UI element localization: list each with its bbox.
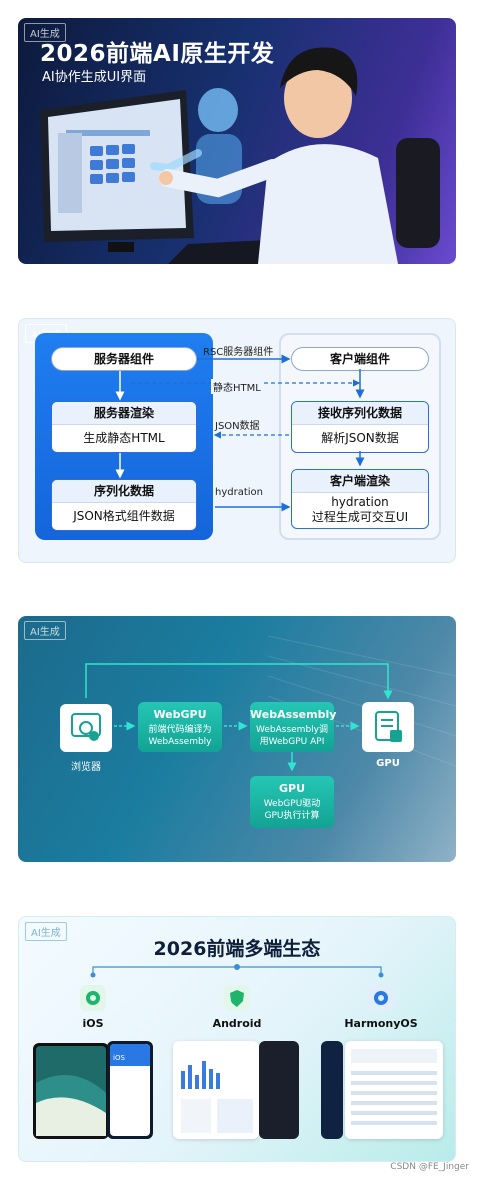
client-component-node: 客户端组件 bbox=[291, 347, 429, 371]
webgpu-pipeline-card: AI生成 浏览器 WebGPU 前端代码编译为 WebAssembly WebA… bbox=[18, 616, 456, 862]
json-arrow-label: JSON数据 bbox=[215, 421, 260, 432]
gpu-compute-line-1: WebGPU驱动 bbox=[263, 799, 321, 809]
gpu-document-icon bbox=[375, 711, 402, 742]
pipeline-arrows bbox=[85, 635, 456, 772]
rsc-flow-diagram-card: AI生成 服务器组件 服务器渲染 生成静态HTML 序列化数据 JSON格式组件… bbox=[18, 318, 456, 563]
platform-label-harmonyos: HarmonyOS bbox=[344, 1017, 418, 1030]
tablet-mockup bbox=[33, 1043, 109, 1139]
webgpu-line-1: 前端代码编译为 bbox=[148, 725, 212, 735]
wasm-title: WebAssembly bbox=[250, 708, 337, 721]
server-render-node: 服务器渲染 生成静态HTML bbox=[51, 401, 197, 453]
bar-chart-icon bbox=[181, 1061, 253, 1133]
server-render-title: 服务器渲染 bbox=[52, 402, 196, 425]
serialize-body: JSON格式组件数据 bbox=[73, 509, 175, 523]
android-phone-mockup bbox=[259, 1041, 299, 1139]
server-component-node: 服务器组件 bbox=[51, 347, 197, 371]
phone-title: iOS bbox=[110, 1044, 150, 1066]
hydration-arrow-label: hydration bbox=[215, 487, 263, 498]
client-panel: 客户端组件 接收序列化数据 解析JSON数据 客户端渲染 hydration 过… bbox=[279, 333, 441, 540]
gpu-compute-title: GPU bbox=[278, 782, 306, 795]
platform-label-ios: iOS bbox=[82, 1017, 104, 1030]
wasm-node: WebAssembly WebAssembly调 用WebGPU API bbox=[250, 702, 337, 752]
webgpu-line-2: WebAssembly bbox=[148, 737, 212, 747]
harmonyos-gear-icon bbox=[368, 985, 394, 1011]
serialize-node: 序列化数据 JSON格式组件数据 bbox=[51, 479, 197, 531]
developer-scene-illustration bbox=[40, 47, 440, 264]
platform-connector bbox=[90, 964, 384, 978]
static-html-arrow-label: 静态HTML bbox=[211, 379, 263, 394]
android-shield-icon bbox=[224, 985, 250, 1011]
client-render-title: 客户端渲染 bbox=[292, 470, 428, 493]
card-subtitle: AI协作生成UI界面 bbox=[42, 70, 147, 85]
phone-mockup: iOS bbox=[107, 1041, 153, 1139]
client-render-body-1: hydration bbox=[331, 495, 389, 509]
ai-generated-tag: AI生成 bbox=[25, 922, 67, 941]
receive-title: 接收序列化数据 bbox=[292, 402, 428, 425]
webgpu-node: WebGPU 前端代码编译为 WebAssembly bbox=[138, 702, 222, 752]
server-panel: 服务器组件 服务器渲染 生成静态HTML 序列化数据 JSON格式组件数据 bbox=[35, 333, 213, 540]
client-render-node: 客户端渲染 hydration 过程生成可交互UI bbox=[291, 469, 429, 529]
browser-gear-icon bbox=[71, 713, 101, 741]
ios-gear-icon bbox=[80, 985, 106, 1011]
ai-generated-tag: AI生成 bbox=[24, 621, 66, 640]
platform-label-android: Android bbox=[212, 1017, 262, 1030]
harmony-phone-mockup bbox=[321, 1041, 343, 1139]
webgpu-title: WebGPU bbox=[153, 708, 207, 721]
rsc-arrow-label: RSC服务器组件 bbox=[203, 347, 274, 358]
receive-body: 解析JSON数据 bbox=[321, 431, 399, 445]
ai-generated-tag: AI生成 bbox=[24, 23, 66, 42]
card-title: 2026前端AI原生开发 bbox=[40, 41, 275, 67]
serialize-title: 序列化数据 bbox=[52, 480, 196, 503]
android-dashboard-mockup bbox=[173, 1041, 259, 1139]
gpu-node bbox=[362, 702, 414, 752]
client-render-body-2: 过程生成可交互UI bbox=[311, 510, 409, 524]
browser-label: 浏览器 bbox=[71, 762, 101, 773]
wasm-line-2: 用WebGPU API bbox=[259, 737, 325, 747]
ai-dev-illustration-card: AI生成 2026前端AI原生开发 AI协作生成UI界面 bbox=[18, 18, 456, 264]
server-render-body: 生成静态HTML bbox=[83, 431, 165, 445]
browser-node bbox=[60, 704, 112, 752]
wasm-line-1: WebAssembly调 bbox=[255, 725, 328, 735]
receive-node: 接收序列化数据 解析JSON数据 bbox=[291, 401, 429, 453]
multi-platform-ecosystem-card: AI生成 2026前端多端生态 iOS Android HarmonyOS iO… bbox=[18, 916, 456, 1162]
credit-watermark: CSDN @FE_Jinger bbox=[390, 1162, 469, 1172]
gpu-label: GPU bbox=[376, 758, 400, 769]
gpu-compute-line-2: GPU执行计算 bbox=[264, 811, 320, 821]
gpu-compute-node: GPU WebGPU驱动 GPU执行计算 bbox=[250, 776, 334, 828]
card-title: 2026前端多端生态 bbox=[153, 938, 321, 960]
harmony-table-mockup bbox=[345, 1041, 443, 1139]
